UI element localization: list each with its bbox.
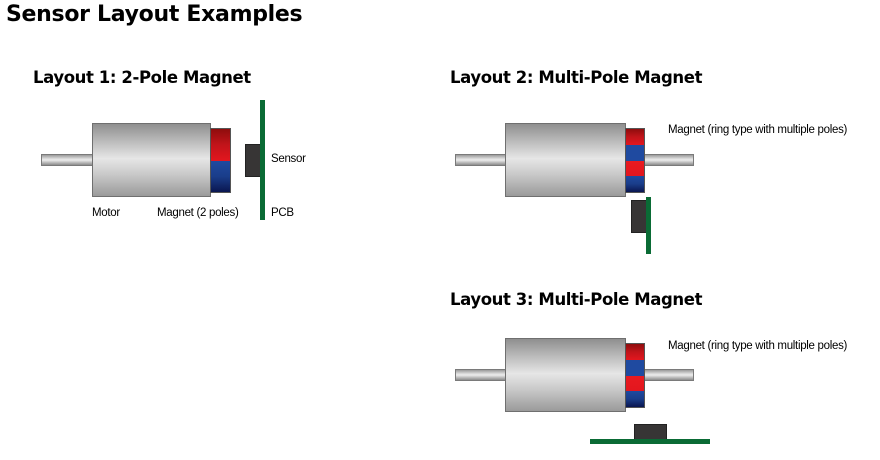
layout-3-title: Layout 3: Multi-Pole Magnet: [450, 290, 703, 309]
magnet-label: Magnet (ring type with multiple poles): [668, 340, 848, 352]
magnet-pole-north: [626, 160, 644, 177]
motor-shaft: [41, 154, 94, 166]
magnet-ring-multi-pole: [625, 128, 645, 193]
magnet-pole-north: [626, 375, 644, 392]
pcb-board: [646, 197, 651, 254]
magnet-label: Magnet (2 poles): [157, 207, 239, 219]
motor-label: Motor: [92, 207, 120, 219]
magnet-pole-south: [626, 391, 644, 407]
pcb-board: [260, 100, 265, 220]
layout-1-title: Layout 1: 2-Pole Magnet: [33, 68, 251, 87]
sensor-chip: [631, 200, 647, 233]
page-title: Sensor Layout Examples: [6, 2, 303, 27]
magnet-pole-south: [626, 176, 644, 192]
magnet-pole-north: [626, 129, 644, 145]
magnet-2-pole: [210, 128, 231, 193]
motor-body: [505, 338, 626, 412]
magnet-pole-north: [211, 129, 230, 161]
motor-body: [92, 123, 211, 197]
magnet-pole-south: [626, 359, 644, 376]
sensor-label: Sensor: [271, 153, 306, 165]
magnet-pole-south: [626, 144, 644, 161]
motor-body: [505, 123, 626, 197]
magnet-ring-multi-pole: [625, 343, 645, 408]
magnet-label: Magnet (ring type with multiple poles): [668, 124, 848, 136]
pcb-board: [590, 439, 710, 444]
pcb-label: PCB: [271, 207, 294, 219]
layout-2-title: Layout 2: Multi-Pole Magnet: [450, 68, 703, 87]
magnet-pole-south: [211, 160, 230, 192]
sensor-chip: [634, 424, 667, 440]
magnet-pole-north: [626, 344, 644, 360]
sensor-chip: [245, 144, 261, 177]
